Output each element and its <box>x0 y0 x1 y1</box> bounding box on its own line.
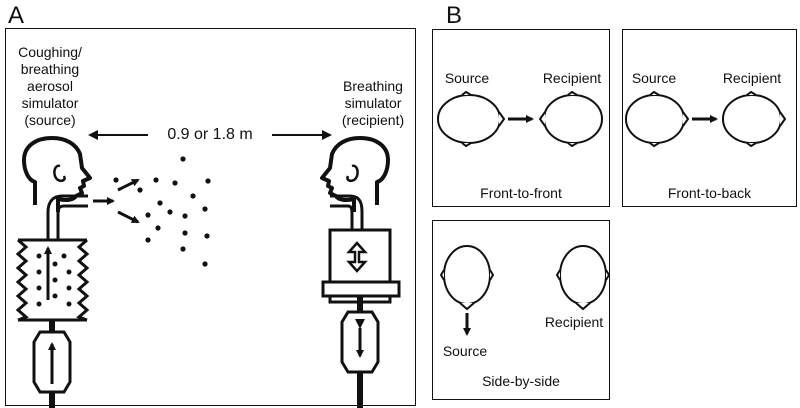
distance-label: 0.9 or 1.8 m <box>167 126 253 143</box>
recipient-label-line-2: simulator <box>344 95 402 111</box>
sbs-recipient-label: Recipient <box>544 314 604 330</box>
panel-b-letter: B <box>446 2 463 29</box>
ftb-recipient-label: Recipient <box>722 70 782 86</box>
source-label-line-2: breathing <box>20 61 80 77</box>
ftb-source-label: Source <box>631 70 677 86</box>
source-label-line-4: simulator <box>21 95 79 111</box>
source-tube <box>46 194 88 240</box>
source-piston <box>32 320 72 408</box>
recipient-label-line-1: Breathing <box>343 78 403 94</box>
aerosol-particles <box>113 156 211 267</box>
front-to-front-box <box>432 29 610 207</box>
source-label-line-5: (source) <box>24 112 76 128</box>
panel-a-box <box>5 28 416 406</box>
source-label-line-1: Coughing/ <box>18 44 82 60</box>
sbs-source-label: Source <box>442 343 488 359</box>
sbs-source-head-icon <box>439 245 495 311</box>
ftf-source-label: Source <box>444 70 490 86</box>
ftf-recipient-head-icon <box>538 90 603 148</box>
source-simulator-label: Coughing/ breathing aerosol simulator (s… <box>5 44 95 129</box>
ftb-source-head-icon <box>625 90 690 148</box>
recipient-simulator-label: Breathing simulator (recipient) <box>330 78 416 129</box>
source-head-icon <box>22 136 92 212</box>
ftf-source-head-icon <box>437 90 506 148</box>
cough-arrows <box>93 178 140 224</box>
recipient-head-icon <box>320 136 390 212</box>
recipient-label-line-3: (recipient) <box>341 112 405 128</box>
front-to-back-box <box>622 29 797 207</box>
recipient-piston <box>340 296 380 408</box>
ftb-caption: Front-to-back <box>667 185 752 201</box>
recipient-tube <box>330 194 364 230</box>
side-by-side-box <box>432 220 610 400</box>
sbs-caption: Side-by-side <box>482 373 560 389</box>
ftf-caption: Front-to-front <box>480 185 562 201</box>
ftb-recipient-head-icon <box>722 90 787 148</box>
panel-a-letter: A <box>8 2 25 29</box>
sbs-recipient-head-icon <box>555 245 611 311</box>
recipient-cylinder <box>321 228 401 304</box>
source-label-line-3: aerosol <box>27 78 73 94</box>
ftf-recipient-label: Recipient <box>542 70 602 86</box>
bellows-particles <box>36 253 72 307</box>
distance-arrow <box>88 130 332 140</box>
